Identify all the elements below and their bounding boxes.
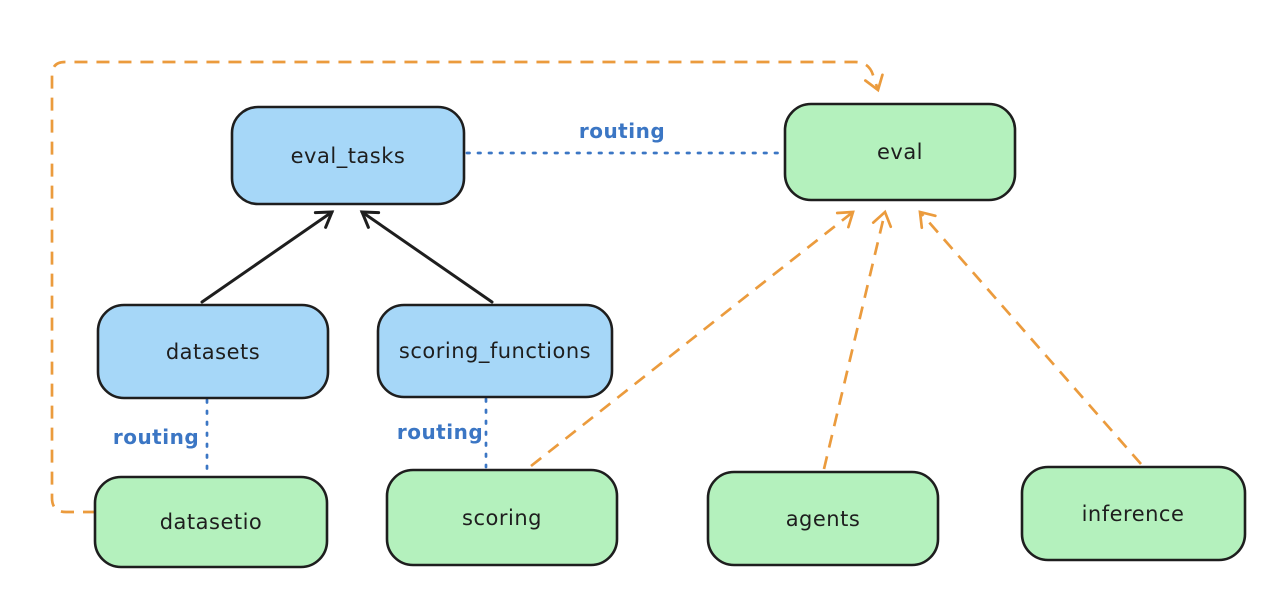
edge-label-routing-scoring: routing	[397, 420, 483, 444]
node-datasets-label: datasets	[166, 340, 260, 364]
node-datasetio-box	[93, 475, 329, 569]
node-eval-tasks: eval_tasks	[230, 105, 466, 206]
edge-labels-layer: routing routing routing	[113, 119, 665, 449]
node-eval-tasks-label: eval_tasks	[291, 144, 406, 169]
node-inference-box	[1020, 465, 1247, 562]
edge-datasets-to-eval-tasks	[200, 210, 335, 304]
node-scoring-functions-box	[376, 303, 614, 399]
node-datasetio: datasetio	[93, 475, 329, 569]
edge-inference-to-eval	[918, 210, 1143, 465]
node-inference-label: inference	[1082, 502, 1185, 526]
edges-layer	[50, 60, 1143, 514]
node-scoring-functions-label: scoring_functions	[399, 339, 591, 364]
edge-scoring-functions-to-eval-tasks	[359, 210, 494, 304]
node-eval: eval	[783, 102, 1017, 202]
node-scoring-functions: scoring_functions	[376, 303, 614, 399]
node-datasets: datasets	[96, 303, 330, 400]
node-eval-box	[783, 102, 1017, 202]
node-datasets-box	[96, 303, 330, 400]
node-eval-tasks-box	[230, 105, 466, 206]
edge-scoring-to-eval	[530, 210, 855, 468]
node-eval-label: eval	[877, 140, 923, 164]
node-inference: inference	[1020, 465, 1247, 562]
node-agents-box	[706, 470, 940, 567]
node-scoring-box	[385, 468, 619, 567]
edge-agents-to-eval	[822, 209, 893, 470]
edge-datasetio-to-eval	[50, 60, 884, 514]
node-scoring-label: scoring	[462, 506, 542, 530]
node-datasetio-label: datasetio	[160, 510, 263, 534]
node-agents: agents	[706, 470, 940, 567]
edge-label-routing-datasets: routing	[113, 425, 199, 449]
node-scoring: scoring	[385, 468, 619, 567]
nodes-layer: eval_tasks eval datasets scoring_functio…	[93, 102, 1247, 569]
edge-label-routing-top: routing	[579, 119, 665, 143]
node-agents-label: agents	[786, 507, 861, 531]
